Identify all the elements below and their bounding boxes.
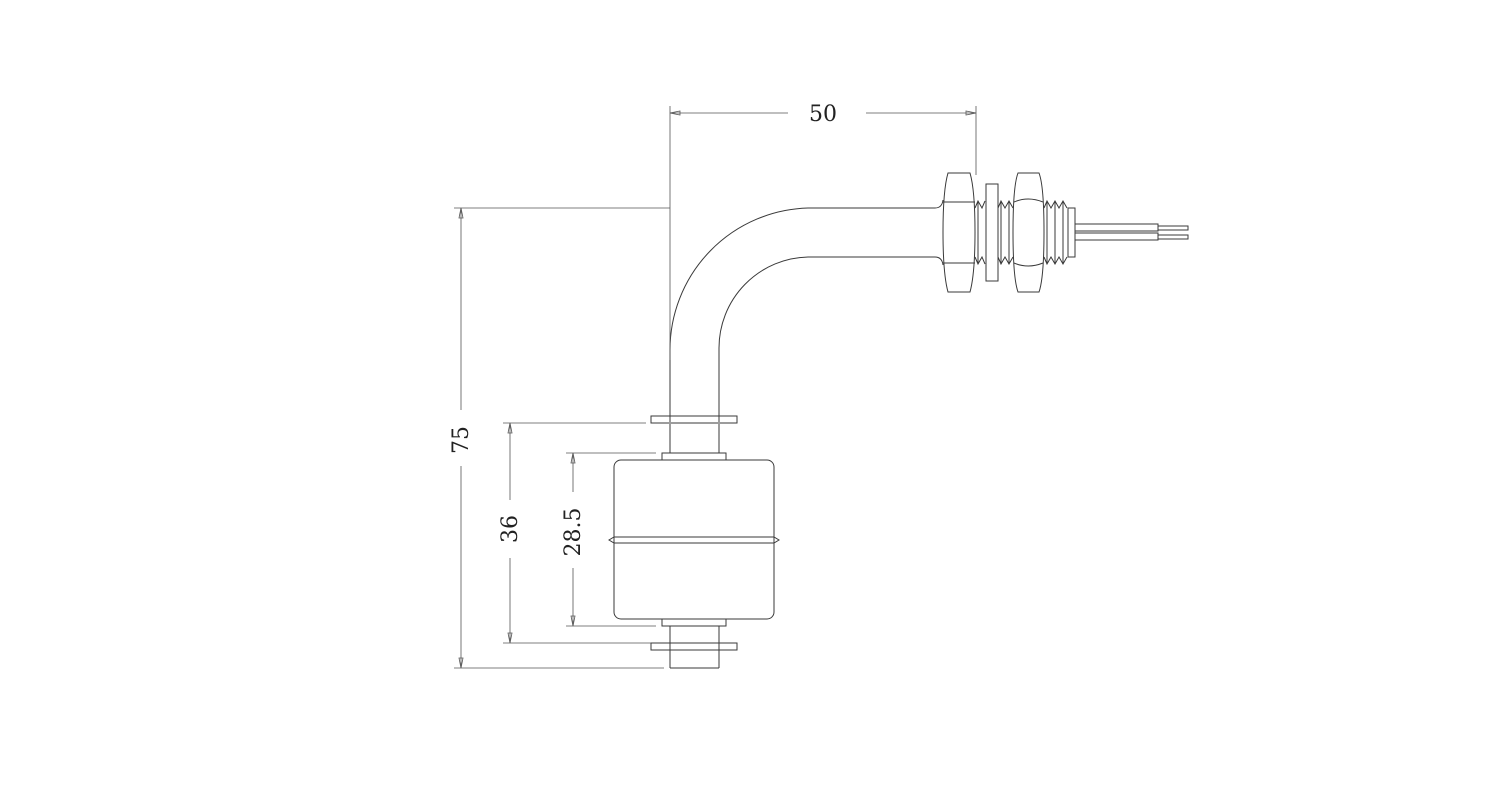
hex-nut-large (942, 172, 976, 293)
collar-bottom (661, 618, 727, 627)
dimension-float-height-label: 28.5 (561, 508, 586, 557)
collar-top (661, 452, 727, 461)
stem-lower (669, 424, 720, 669)
thread-short (974, 199, 986, 266)
bent-stem (669, 199, 944, 422)
dimension-height: 75 (449, 207, 670, 669)
lead-wires (1074, 223, 1189, 241)
thread-middle (997, 199, 1014, 266)
hex-nut-second (1012, 172, 1045, 293)
dimension-height-label: 75 (449, 426, 474, 454)
stop-ring-top (650, 415, 738, 424)
dimension-float-span-label: 36 (498, 515, 523, 543)
stop-ring-bottom (650, 642, 738, 651)
dimension-float-height: 28.5 (561, 452, 656, 627)
dimension-width: 50 (669, 102, 977, 360)
float-body (608, 459, 780, 620)
washer-plate (985, 183, 999, 282)
thread-end (1043, 199, 1076, 266)
dimension-width-label: 50 (809, 102, 837, 127)
dimension-float-span: 36 (498, 422, 651, 644)
